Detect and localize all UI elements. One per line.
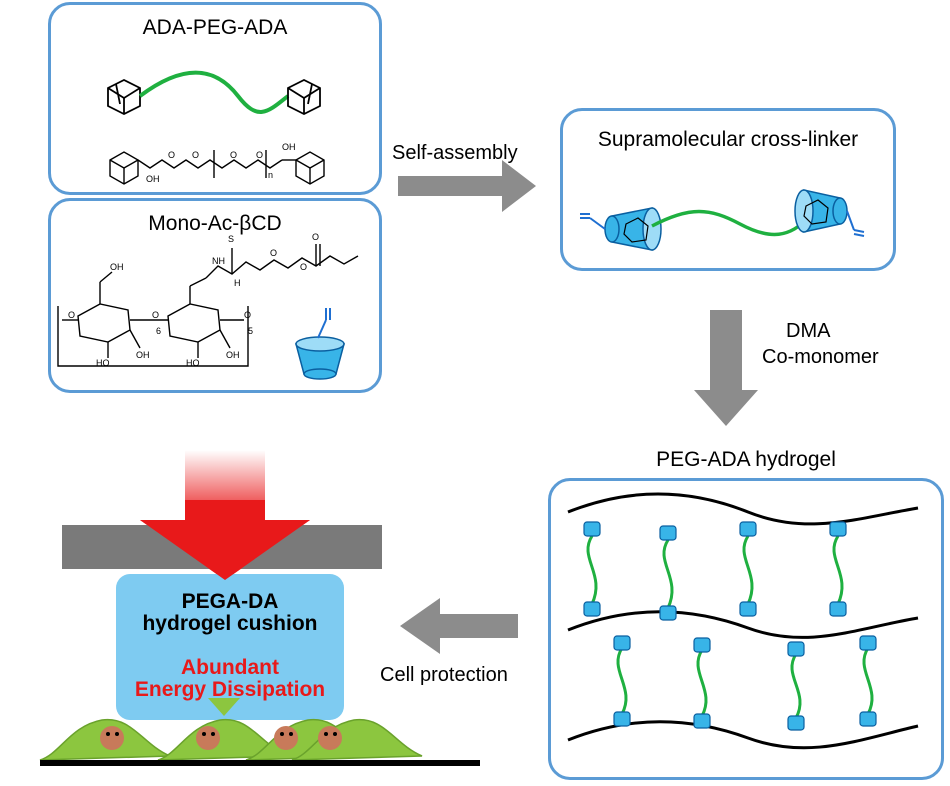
atom-label: OH	[136, 350, 150, 360]
crosslink-row-top	[586, 535, 844, 609]
atom-label: O	[244, 310, 251, 320]
peg-chain	[138, 70, 290, 114]
self-assembly-arrow	[398, 160, 536, 212]
cell-icon	[157, 718, 289, 761]
atom-label: OH	[282, 142, 296, 152]
atom-label: O	[256, 150, 263, 160]
cell-icon	[291, 718, 423, 761]
repeat-index: 5	[248, 326, 253, 336]
cyclodextrin-cup-icon	[295, 308, 345, 380]
crosslinker-title: Supramolecular cross-linker	[597, 128, 859, 151]
atom-label: S	[228, 234, 234, 244]
adamantane-left-icon	[107, 78, 141, 116]
cushion-title-line2: hydrogel cushion	[142, 612, 318, 635]
mono-ac-bcd-title: Mono-Ac-βCD	[148, 212, 282, 235]
adamantane-right-icon	[287, 78, 321, 116]
self-assembly-label: Self-assembly	[392, 142, 518, 164]
atom-label: O	[312, 232, 319, 242]
cell-protection-label: Cell protection	[380, 664, 508, 686]
peg-chain	[651, 209, 812, 237]
repeat-index: n	[268, 170, 273, 180]
substrate-base	[40, 760, 480, 766]
crosslink-row-bottom	[616, 647, 874, 719]
co-monomer-label: Co-monomer	[762, 346, 879, 368]
dma-label: DMA	[786, 320, 831, 342]
atom-label: NH	[212, 256, 225, 266]
atom-label: H	[234, 278, 241, 288]
cushion-title-line1: PEGA-DA	[181, 590, 279, 613]
effect-line2: Energy Dissipation	[134, 678, 326, 701]
atom-label: O	[168, 150, 175, 160]
cyclodextrin-left-icon	[580, 207, 662, 251]
atom-label: O	[68, 310, 75, 320]
atom-label: HO	[96, 358, 110, 368]
repeat-index: 6	[156, 326, 161, 336]
mono-ac-bcd-structure: S NH H O O O OH HO OH HO OH O O O 6 5	[57, 232, 359, 380]
cyclodextrin-cup-icons	[583, 521, 877, 731]
cells-layer	[39, 698, 480, 766]
atom-label: OH	[146, 174, 160, 184]
hydrogel-network	[567, 492, 919, 750]
cyclodextrin-right-icon	[794, 189, 865, 237]
crosslinker-schematic	[580, 189, 865, 251]
atom-label: O	[192, 150, 199, 160]
force-arrow-head	[140, 500, 310, 580]
dma-arrow	[694, 310, 758, 426]
atom-label: HO	[186, 358, 200, 368]
atom-label: O	[300, 262, 307, 272]
atom-label: O	[152, 310, 159, 320]
atom-label: O	[230, 150, 237, 160]
atom-label: OH	[226, 350, 240, 360]
hydrogel-title: PEG-ADA hydrogel	[656, 448, 836, 471]
ada-peg-ada-structure	[109, 150, 325, 185]
cell-protection-arrow	[400, 598, 518, 654]
backbone-chain	[567, 610, 919, 639]
atom-label: O	[270, 248, 277, 258]
ada-peg-ada-schematic: O O O O OH OH n	[107, 70, 325, 185]
ada-peg-ada-title: ADA-PEG-ADA	[142, 16, 288, 39]
crosslinker-panel	[560, 108, 896, 271]
effect-line1: Abundant	[181, 656, 279, 679]
atom-label: OH	[110, 262, 124, 272]
hydrogel-cushion	[116, 574, 344, 720]
cell-icon	[39, 718, 171, 761]
backbone-chain	[567, 492, 919, 526]
small-arrow	[208, 698, 240, 716]
